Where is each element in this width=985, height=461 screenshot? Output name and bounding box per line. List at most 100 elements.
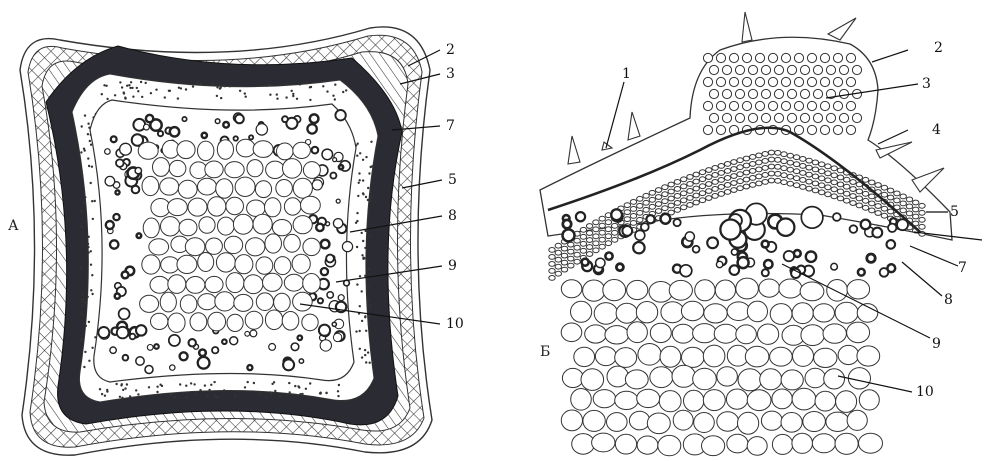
- band-cell: [731, 188, 737, 193]
- xylem-vessel: [887, 240, 896, 249]
- xylem-vessel: [777, 219, 794, 236]
- collenchyma-cell: [833, 53, 842, 62]
- band-cell: [837, 196, 843, 201]
- dot: [253, 382, 255, 384]
- pith-cell: [838, 345, 859, 364]
- band-cell: [674, 187, 680, 192]
- band-cell: [699, 184, 705, 189]
- band-cell: [756, 160, 762, 165]
- band-cell: [687, 189, 693, 194]
- vessel: [123, 355, 129, 361]
- dot: [104, 395, 106, 397]
- xylem-vessel: [622, 226, 632, 236]
- band-cell: [919, 210, 925, 215]
- pith-cell: [847, 280, 870, 299]
- pith-cell: [793, 345, 814, 366]
- vessel: [333, 219, 342, 228]
- dot: [178, 87, 180, 89]
- dot: [90, 264, 92, 266]
- band-cell: [743, 177, 749, 182]
- band-cell: [844, 191, 850, 196]
- pith-cell: [824, 369, 845, 389]
- pith-cell: [215, 292, 235, 311]
- dot: [367, 286, 369, 288]
- band-cell: [643, 193, 649, 198]
- vessel: [333, 333, 341, 341]
- band-cell: [812, 167, 818, 172]
- dot: [80, 311, 82, 313]
- pith-cell: [293, 216, 312, 234]
- pith-cell: [140, 295, 159, 312]
- pith-cell: [594, 303, 617, 325]
- dot: [369, 200, 371, 202]
- band-cell: [768, 164, 774, 169]
- band-cell: [862, 198, 868, 203]
- band-cell: [812, 188, 818, 193]
- pith-cell: [714, 324, 737, 343]
- pith-cell: [263, 273, 283, 291]
- dot: [106, 98, 108, 100]
- band-cell: [580, 241, 586, 246]
- xylem-vessel: [563, 229, 575, 241]
- dot: [123, 92, 125, 94]
- pith-cell: [180, 295, 197, 313]
- band-cell: [750, 162, 756, 167]
- panel-b-rib-section: 1 2 3 4 5 7 8 9 10 Б: [540, 12, 982, 456]
- pith-cell: [661, 302, 684, 323]
- vessel: [298, 336, 303, 341]
- collenchyma-cell: [729, 101, 738, 110]
- pith-cell: [293, 142, 311, 158]
- xylem-vessel: [897, 219, 908, 230]
- band-cell: [869, 201, 875, 206]
- dot: [364, 230, 366, 232]
- dot: [367, 187, 369, 189]
- band-cell: [649, 190, 655, 195]
- band-cell: [687, 175, 693, 180]
- pith-cell: [592, 433, 615, 452]
- collenchyma-cell: [833, 101, 842, 110]
- band-cell: [919, 224, 925, 229]
- band-cell: [724, 169, 730, 174]
- collenchyma-cell: [820, 77, 829, 86]
- band-cell: [718, 178, 724, 183]
- band-cell: [750, 183, 756, 188]
- pith-cell: [759, 279, 780, 297]
- band-cell: [668, 189, 674, 194]
- dot: [358, 182, 360, 184]
- dot: [332, 95, 334, 97]
- vessel: [312, 147, 319, 154]
- dot: [124, 387, 126, 389]
- pith-cell: [226, 197, 244, 214]
- vessel: [170, 127, 179, 136]
- dot: [271, 84, 273, 86]
- band-cell: [737, 165, 743, 170]
- pith-cell: [745, 346, 769, 367]
- pith-cell: [770, 347, 793, 366]
- pith-cell: [253, 214, 272, 234]
- dot: [87, 296, 89, 298]
- band-cell: [687, 203, 693, 208]
- pith-cell: [218, 217, 235, 235]
- vessel: [122, 272, 129, 279]
- band-cell: [605, 227, 611, 232]
- vessel: [291, 343, 299, 351]
- pith-cell: [727, 302, 750, 321]
- dot: [370, 191, 372, 193]
- dot: [368, 315, 370, 317]
- dot: [276, 98, 278, 100]
- band-cell: [624, 217, 630, 222]
- band-cell: [561, 260, 567, 265]
- pith-cell: [702, 436, 725, 456]
- vessel: [215, 119, 220, 124]
- pith-cell: [800, 282, 824, 301]
- dot: [83, 148, 85, 150]
- label-a-3: 3: [446, 66, 455, 82]
- vessel: [332, 322, 336, 326]
- dot: [223, 85, 225, 87]
- pith-cell: [781, 370, 803, 390]
- band-cell: [712, 166, 718, 171]
- dot: [319, 392, 321, 394]
- label-a-2: 2: [446, 42, 455, 58]
- dot: [361, 320, 363, 322]
- band-cell: [561, 246, 567, 251]
